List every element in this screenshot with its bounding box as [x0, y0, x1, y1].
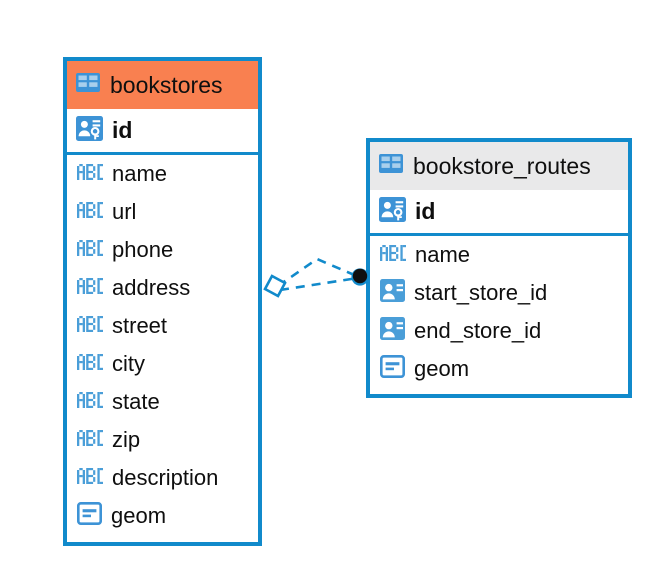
relationship-connector[interactable]	[255, 245, 380, 320]
field-label-geom: geom	[111, 503, 167, 528]
field-row-start-store-id[interactable]: start_store_id	[370, 274, 628, 312]
abc-text-icon	[77, 315, 103, 337]
entity-header-bookstores[interactable]: bookstores	[67, 61, 258, 109]
relationship-line-lower	[279, 276, 359, 292]
table-grid-icon	[76, 73, 100, 97]
field-label-name: name	[415, 242, 471, 267]
field-row-street[interactable]: street	[67, 307, 258, 345]
field-label-name: name	[112, 161, 168, 186]
abc-text-icon	[77, 429, 103, 451]
field-row-geom[interactable]: geom	[67, 497, 258, 535]
field-label-street: street	[112, 313, 168, 338]
field-row-zip[interactable]: zip	[67, 421, 258, 459]
abc-text-icon	[77, 353, 103, 375]
field-row-name[interactable]: name	[67, 155, 258, 193]
field-row-id[interactable]: id	[370, 190, 628, 236]
relationship-line-upper	[277, 257, 360, 288]
field-label-zip: zip	[112, 427, 141, 452]
abc-text-icon	[77, 163, 103, 185]
field-label-geom: geom	[414, 356, 470, 381]
field-row-id[interactable]: id	[67, 109, 258, 155]
field-label-address: address	[112, 275, 191, 300]
field-row-state[interactable]: state	[67, 383, 258, 421]
field-label-city: city	[112, 351, 145, 376]
entity-title-bookstore-routes: bookstore_routes	[413, 152, 591, 179]
field-row-name[interactable]: name	[370, 236, 628, 274]
field-label-url: url	[112, 199, 137, 224]
field-label-end-store-id: end_store_id	[414, 318, 542, 343]
abc-text-icon	[77, 277, 103, 299]
abc-text-icon	[77, 239, 103, 261]
abc-text-icon	[77, 201, 103, 223]
abc-text-icon	[77, 467, 103, 489]
field-row-url[interactable]: url	[67, 193, 258, 231]
primary-key-icon	[379, 196, 406, 227]
field-label-id: id	[415, 198, 436, 224]
field-row-phone[interactable]: phone	[67, 231, 258, 269]
field-row-address[interactable]: address	[67, 269, 258, 307]
entity-bookstore-routes[interactable]: bookstore_routes id	[366, 138, 632, 398]
geometry-icon	[379, 354, 405, 383]
field-label-description: description	[112, 465, 219, 490]
field-row-end-store-id[interactable]: end_store_id	[370, 312, 628, 350]
foreign-key-icon	[380, 317, 405, 345]
circle-endpoint-icon[interactable]	[351, 268, 369, 286]
diamond-endpoint-icon[interactable]	[263, 274, 287, 298]
table-grid-icon	[379, 154, 403, 178]
geometry-icon	[76, 501, 102, 530]
foreign-key-icon	[380, 279, 405, 307]
abc-text-icon	[77, 391, 103, 413]
field-row-geom[interactable]: geom	[370, 350, 628, 388]
entity-header-bookstore-routes[interactable]: bookstore_routes	[370, 142, 628, 190]
entity-title-bookstores: bookstores	[110, 71, 223, 98]
entity-bookstores[interactable]: bookstores id	[63, 57, 262, 546]
field-label-id: id	[112, 117, 133, 143]
field-label-state: state	[112, 389, 160, 414]
field-label-start-store-id: start_store_id	[414, 280, 548, 305]
field-row-description[interactable]: description	[67, 459, 258, 497]
field-row-city[interactable]: city	[67, 345, 258, 383]
field-label-phone: phone	[112, 237, 174, 262]
primary-key-icon	[76, 115, 103, 146]
abc-text-icon	[380, 244, 406, 266]
